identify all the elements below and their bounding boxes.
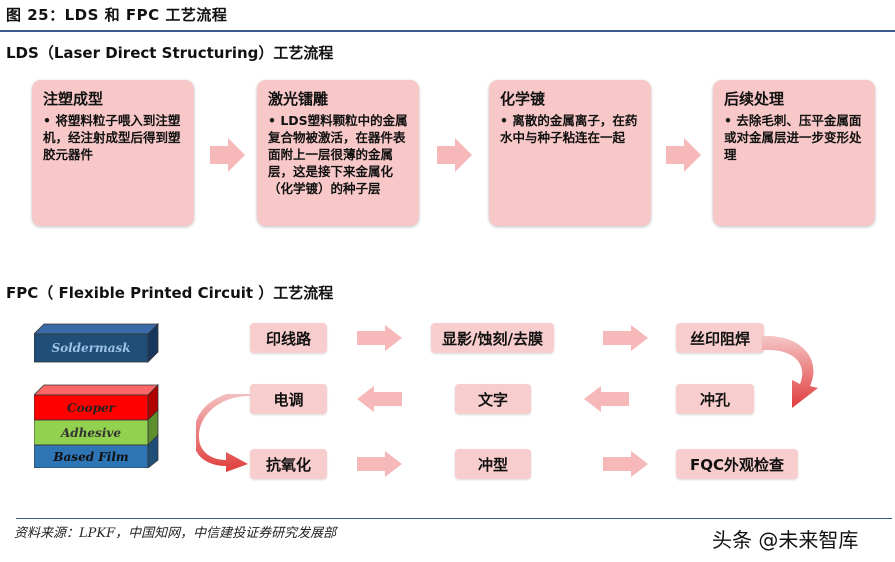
fpc-arrow-right-icon xyxy=(603,451,648,477)
lds-step-body: • LDS塑料颗粒中的金属复合物被激活，在器件表面附上一层很薄的金属层，这是接下… xyxy=(268,113,408,196)
fpc-arrow-right-icon xyxy=(357,451,402,477)
fpc-step-electrical-test: 电调 xyxy=(250,384,327,414)
lds-arrow-right-icon xyxy=(210,138,245,172)
source-note: 资料来源：LPKF，中国知网，中信建投证券研究发展部 xyxy=(14,526,337,541)
fpc-layer-stack-illustration xyxy=(34,323,159,468)
layer-label-base-film: Based Film xyxy=(53,449,129,464)
lds-step-laser-card: 激光镭雕 • LDS塑料颗粒中的金属复合物被激活，在器件表面附上一层很薄的金属层… xyxy=(257,80,419,226)
fpc-step-anti-oxidation: 抗氧化 xyxy=(250,449,327,479)
fpc-section-title: FPC（ Flexible Printed Circuit ）工艺流程 xyxy=(6,284,334,302)
fpc-arrow-right-icon xyxy=(357,325,402,351)
lds-step-body: • 去除毛刺、压平金属面或对金属层进一步变形处理 xyxy=(724,113,862,162)
bottom-divider xyxy=(16,518,892,519)
lds-step-title: 化学镀 xyxy=(500,90,546,108)
top-divider xyxy=(0,30,895,32)
lds-step-body: • 将塑料粒子喂入到注塑机，经注射成型后得到塑胶元器件 xyxy=(43,113,181,162)
layer-label-cooper: Cooper xyxy=(67,400,115,415)
fpc-step-fqc-inspection: FQC外观检查 xyxy=(676,449,798,479)
lds-step-post-card: 后续处理 • 去除毛刺、压平金属面或对金属层进一步变形处理 xyxy=(713,80,875,226)
fpc-step-text-print: 文字 xyxy=(455,384,531,414)
lds-step-title: 后续处理 xyxy=(724,90,785,108)
lds-step-injection-card: 注塑成型 • 将塑料粒子喂入到注塑机，经注射成型后得到塑胶元器件 xyxy=(32,80,194,226)
figure-title: 图 25：LDS 和 FPC 工艺流程 xyxy=(6,6,228,24)
watermark-text: 头条 @未来智库 xyxy=(712,528,859,552)
fpc-curved-arrow-down-icon xyxy=(196,394,250,472)
lds-step-body: • 离散的金属离子，在药水中与种子粘连在一起 xyxy=(500,113,638,145)
fpc-step-punch-hole: 冲孔 xyxy=(676,384,754,414)
fpc-step-develop-etch-strip: 显影/蚀刻/去膜 xyxy=(431,323,554,353)
lds-arrow-right-icon xyxy=(437,138,472,172)
lds-step-plating-card: 化学镀 • 离散的金属离子，在药水中与种子粘连在一起 xyxy=(489,80,651,226)
fpc-curved-arrow-down-icon xyxy=(762,335,818,408)
fpc-arrow-right-icon xyxy=(603,325,648,351)
lds-step-title: 注塑成型 xyxy=(43,90,104,108)
lds-arrow-right-icon xyxy=(666,138,701,172)
fpc-arrow-left-icon xyxy=(584,386,629,412)
fpc-step-print-circuit: 印线路 xyxy=(250,323,327,353)
fpc-arrow-left-icon xyxy=(357,386,402,412)
lds-step-title: 激光镭雕 xyxy=(268,90,329,108)
fpc-step-solder-mask-print: 丝印阻焊 xyxy=(676,323,764,353)
layer-label-adhesive: Adhesive xyxy=(61,425,121,440)
layer-label-soldermask: Soldermask xyxy=(51,341,131,355)
lds-section-title: LDS（Laser Direct Structuring）工艺流程 xyxy=(6,44,334,62)
fpc-step-punch-shape: 冲型 xyxy=(455,449,531,479)
